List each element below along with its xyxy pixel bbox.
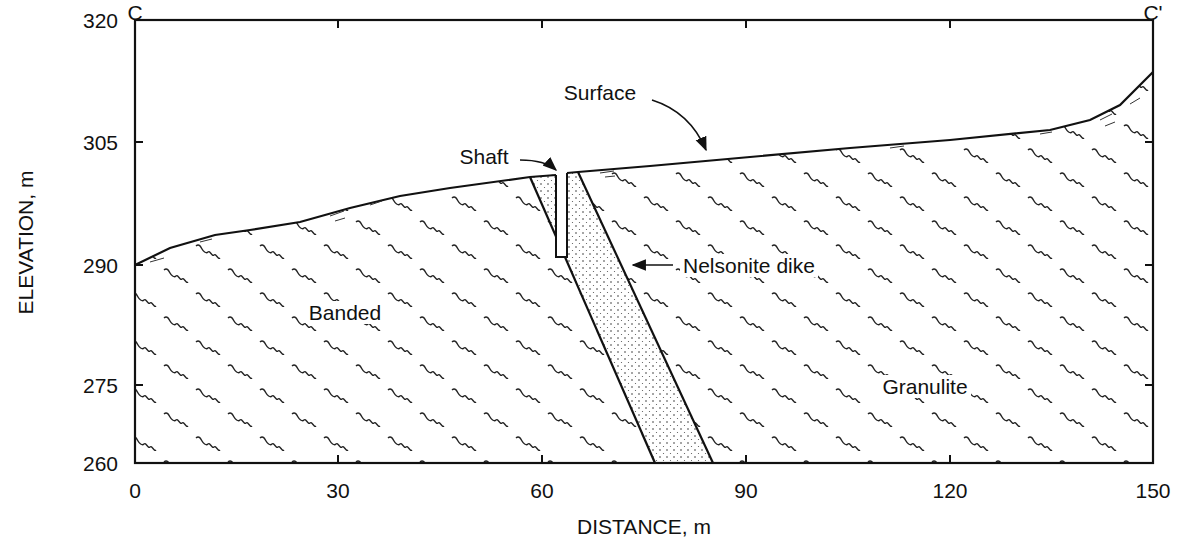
feature-label: Shaft [459, 146, 508, 167]
rock-unit-label: Banded [306, 301, 384, 324]
rock-unit-label: Granulite [879, 375, 970, 398]
axis-title: ELEVATION, m [16, 170, 37, 314]
axis-tick-label: 0 [129, 480, 141, 501]
section-end: C [127, 2, 142, 23]
section-end: C' [1143, 2, 1162, 23]
axis-tick-label: 290 [83, 255, 118, 276]
ground-surface [135, 175, 556, 265]
axis-tick-label: 120 [932, 480, 967, 501]
axis-tick-label: 260 [83, 453, 118, 474]
feature-label: Surface [564, 82, 636, 103]
axis-title: DISTANCE, m [577, 516, 711, 537]
plot-frame [135, 20, 1153, 463]
axis-tick-label: 275 [83, 375, 118, 396]
axis-tick-label: 320 [83, 10, 118, 31]
axis-tick-label: 60 [530, 480, 553, 501]
feature-label: Nelsonite dike [680, 254, 818, 277]
axis-tick-label: 90 [734, 480, 757, 501]
axis-tick-label: 150 [1135, 480, 1170, 501]
granulite-texture [135, 20, 1153, 463]
axis-tick-label: 30 [326, 480, 349, 501]
axis-tick-label: 305 [83, 132, 118, 153]
soil-marks [150, 98, 1140, 262]
tick-marks [135, 20, 1153, 463]
shaft [556, 168, 567, 257]
leader-lines [520, 100, 706, 265]
